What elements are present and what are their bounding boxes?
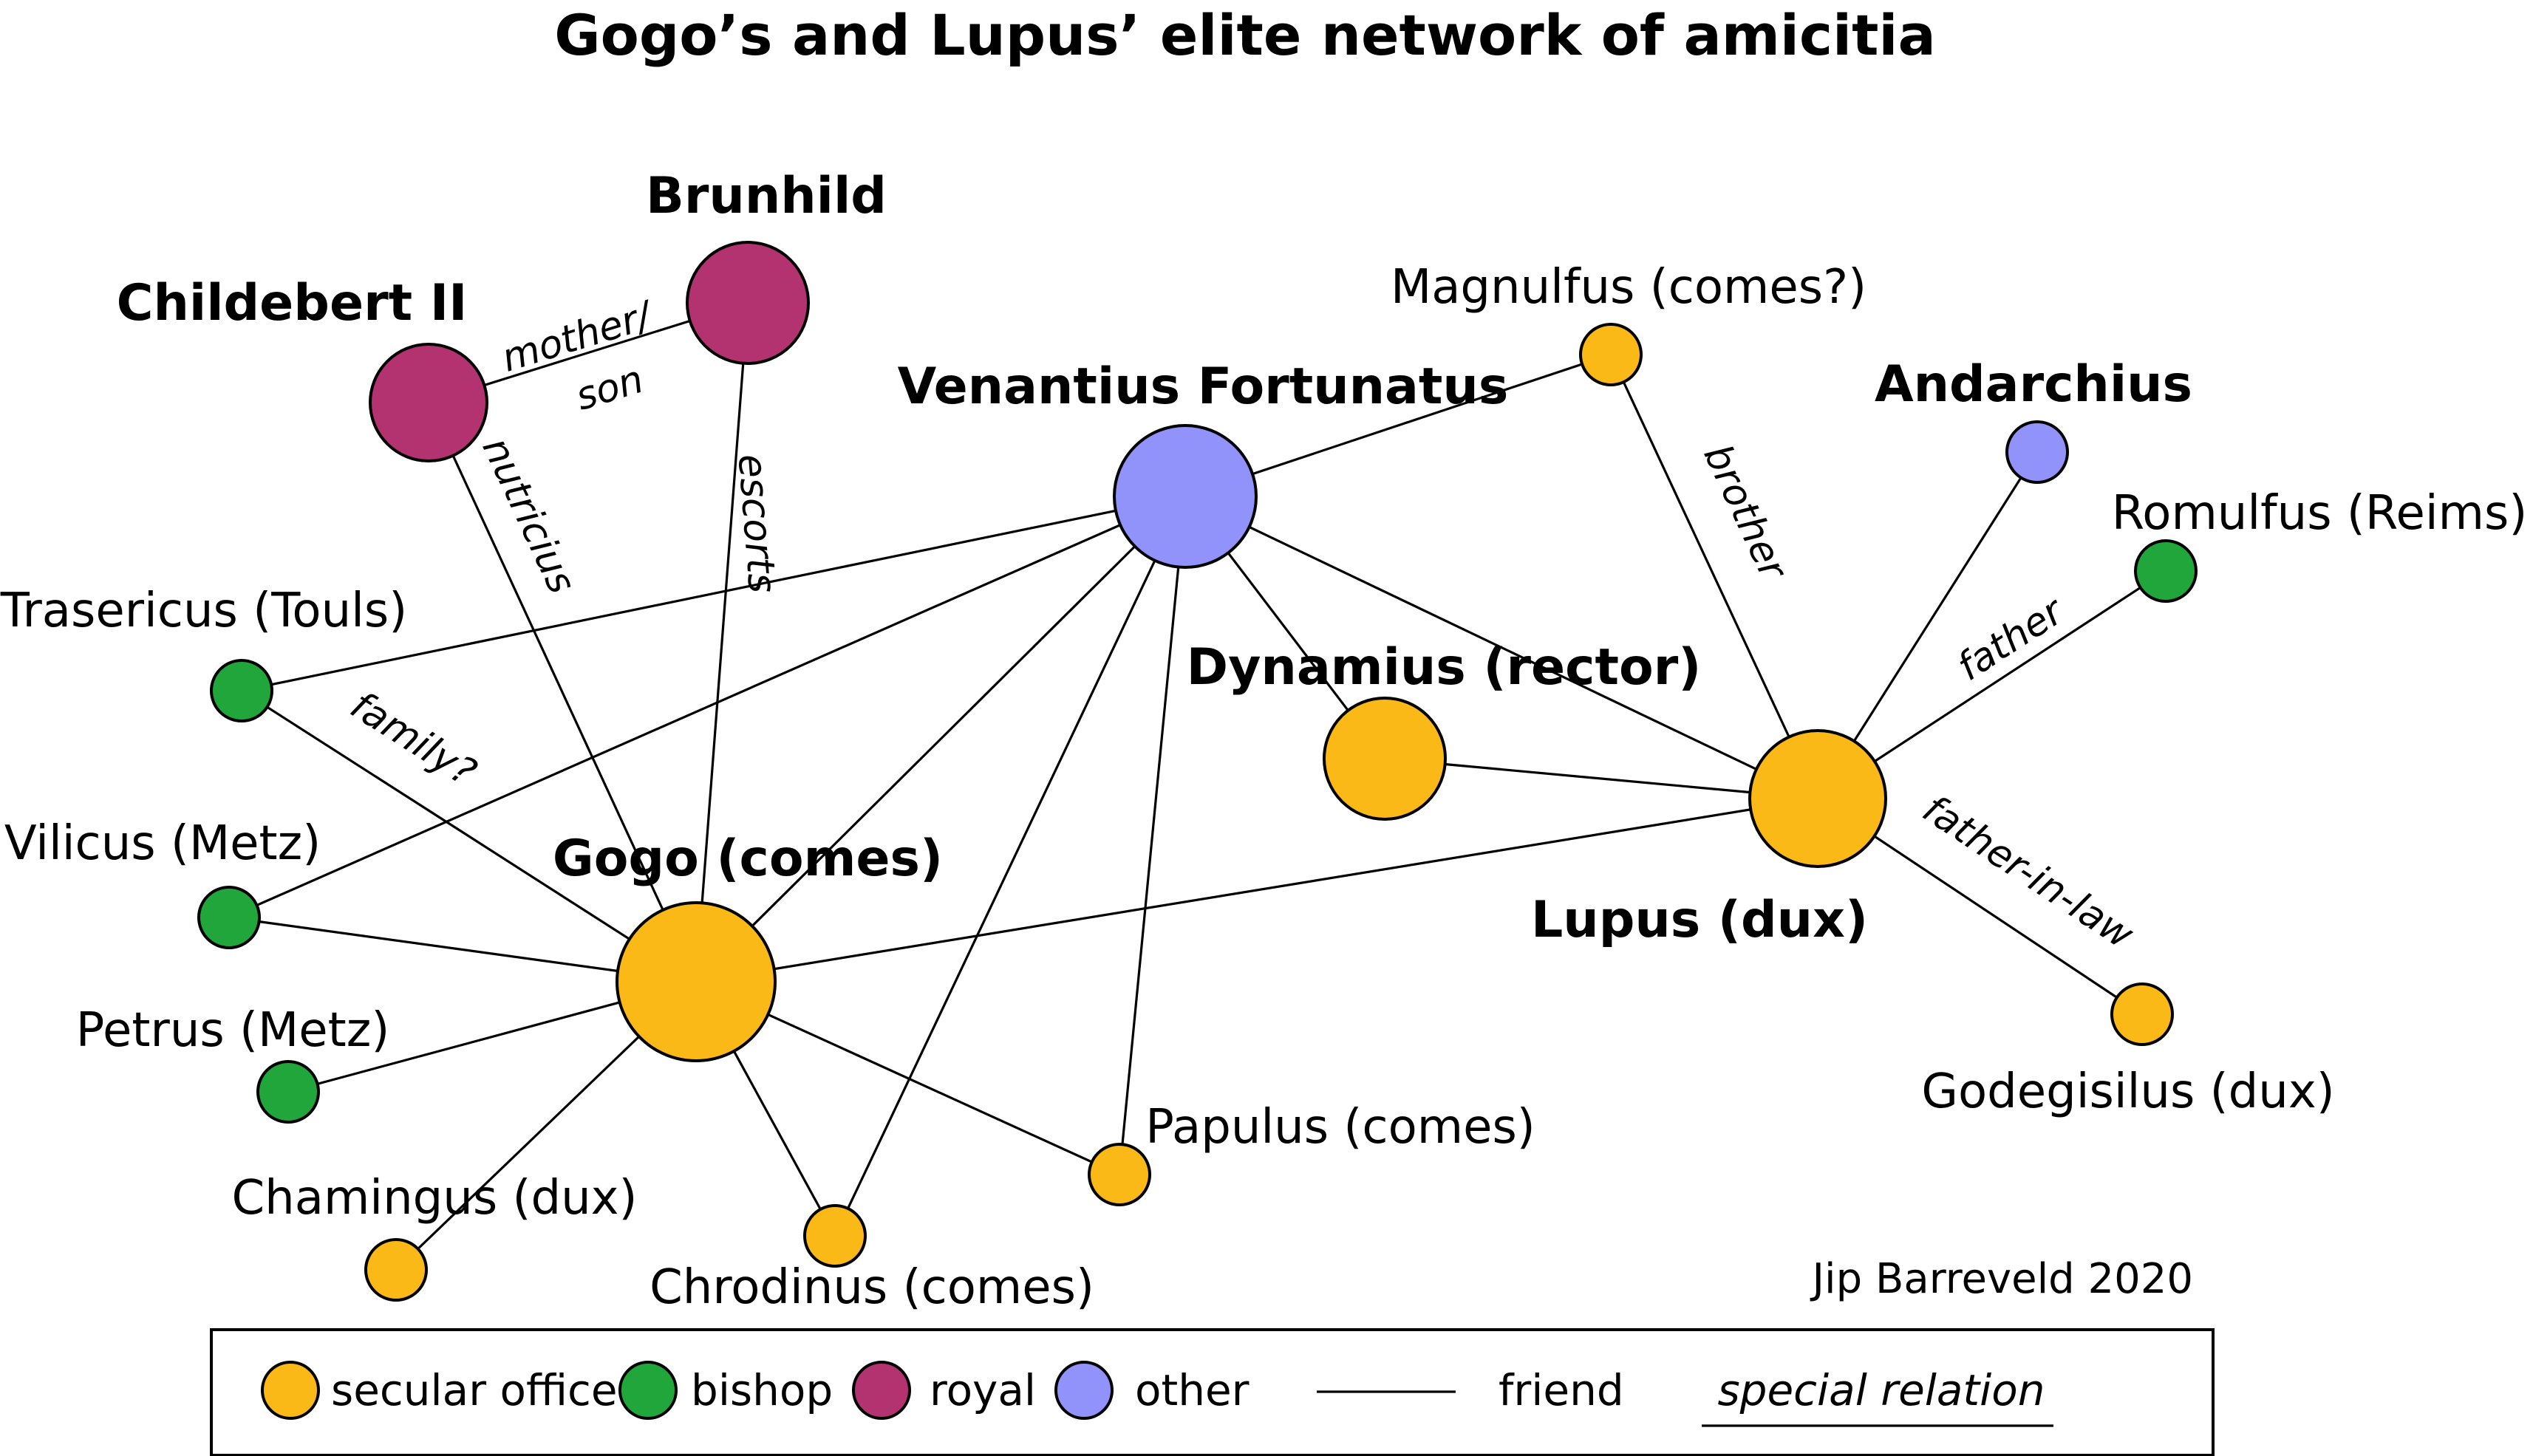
node-chamingus — [364, 1238, 428, 1302]
node-gogo — [616, 901, 777, 1062]
label-romulfus: Romulfus (Reims) — [2112, 486, 2528, 541]
node-trasericus — [210, 659, 273, 722]
label-chamingus: Chamingus (dux) — [231, 1171, 637, 1226]
legend-swatch-other — [1054, 1361, 1114, 1420]
legend: secular office bishop royal other friend… — [210, 1328, 2215, 1456]
edge-venantius-papulus — [1118, 496, 1187, 1175]
node-vilicus — [197, 886, 261, 949]
label-papulus: Papulus (comes) — [1145, 1100, 1535, 1155]
edge-venantius-vilicus — [228, 495, 1186, 919]
label-lupus: Lupus (dux) — [1531, 891, 1868, 949]
relation-label-nutricius: nutricius — [474, 431, 584, 600]
node-lupus — [1748, 729, 1887, 868]
label-godegisilus: Godegisilus (dux) — [1921, 1064, 2334, 1119]
node-childebert — [369, 343, 488, 462]
edge-brunhild-gogo — [695, 302, 749, 982]
diagram-title: Gogo’s and Lupus’ elite network of amici… — [554, 2, 1936, 68]
label-petrus: Petrus (Metz) — [76, 1003, 390, 1058]
edge-dynamius-lupus — [1384, 757, 1818, 800]
edge-venantius-chrodinus — [833, 496, 1187, 1237]
relation-label-family: family? — [343, 683, 484, 796]
label-brunhild: Brunhild — [646, 167, 887, 225]
label-childebert: Childebert II — [117, 274, 468, 332]
node-petrus — [256, 1060, 320, 1124]
node-magnulfus — [1579, 323, 1643, 386]
node-andarchius — [2005, 420, 2069, 484]
edge-gogo-lupus — [695, 797, 1818, 983]
label-chrodinus: Chrodinus (comes) — [650, 1260, 1094, 1315]
legend-box — [210, 1328, 2215, 1456]
relation-label-escorts: escorts — [729, 452, 785, 594]
node-dynamius — [1323, 697, 1447, 821]
edge-venantius-lupus — [1184, 495, 1818, 800]
relation-label-son: son — [570, 358, 648, 420]
legend-label-secular-office: secular office — [331, 1365, 618, 1415]
edge-magnulfus-lupus — [1609, 354, 1819, 799]
legend-label-royal: royal — [930, 1365, 1036, 1415]
label-vilicus: Vilicus (Metz) — [4, 816, 321, 871]
legend-swatch-bishop — [618, 1361, 678, 1420]
legend-swatch-royal — [852, 1361, 911, 1420]
label-andarchius: Andarchius — [1875, 355, 2192, 414]
label-magnulfus: Magnulfus (comes?) — [1391, 260, 1866, 315]
legend-label-friend: friend — [1499, 1365, 1624, 1415]
edge-childebert-gogo — [427, 402, 698, 982]
node-romulfus — [2134, 539, 2198, 603]
edge-trasericus-gogo — [241, 689, 697, 983]
legend-label-other: other — [1135, 1365, 1250, 1415]
label-trasericus: Trasericus (Touls) — [0, 584, 407, 638]
label-venantius: Venantius Fortunatus — [898, 358, 1509, 416]
node-chrodinus — [803, 1204, 867, 1268]
legend-label-bishop: bishop — [691, 1365, 833, 1415]
legend-label-special-relation: special relation — [1717, 1365, 2045, 1415]
node-papulus — [1088, 1143, 1151, 1206]
relation-label-father: father — [1950, 588, 2073, 690]
relation-label-father-in-law: father-in-law — [1915, 787, 2141, 958]
node-godegisilus — [2110, 982, 2174, 1046]
edge-venantius-trasericus — [241, 495, 1186, 692]
legend-swatch-secular-office — [261, 1361, 320, 1420]
nodes — [197, 241, 2198, 1302]
edge-venantius-gogo — [695, 495, 1187, 983]
label-gogo: Gogo (comes) — [553, 830, 943, 888]
node-venantius — [1113, 424, 1258, 569]
label-dynamius: Dynamius (rector) — [1187, 638, 1702, 697]
node-labels: Childebert II Brunhild Venantius Fortuna… — [0, 167, 2527, 1315]
author-credit: Jip Barreveld 2020 — [1810, 1255, 2193, 1303]
edge-venantius-magnulfus — [1184, 353, 1612, 498]
node-brunhild — [686, 241, 810, 365]
